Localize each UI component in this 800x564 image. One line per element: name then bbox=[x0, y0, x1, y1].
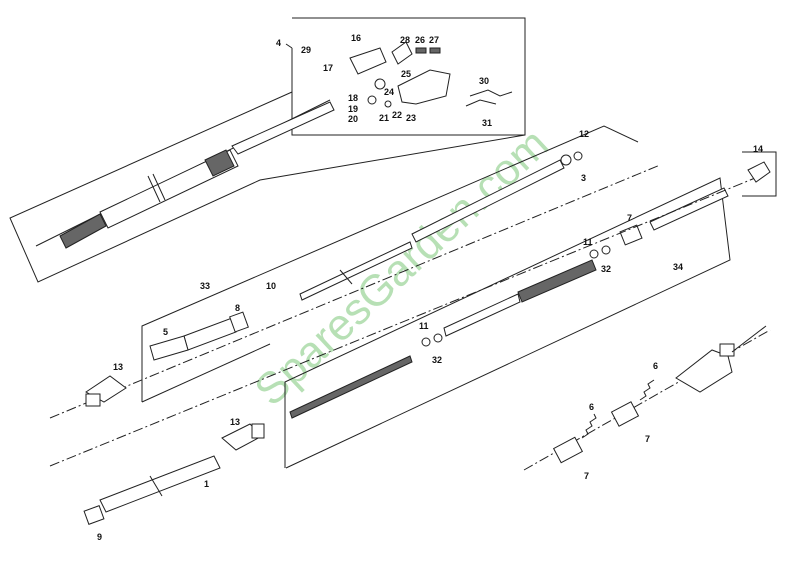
label-17: 17 bbox=[323, 63, 333, 73]
label-7-upper: 7 bbox=[627, 213, 632, 223]
label-29: 29 bbox=[301, 45, 311, 55]
label-8: 8 bbox=[235, 303, 240, 313]
end-cap-14 bbox=[742, 151, 777, 197]
label-5: 5 bbox=[163, 327, 168, 337]
label-11-upper: 11 bbox=[583, 237, 593, 247]
label-32-lower: 32 bbox=[432, 355, 442, 365]
upper-shaft-frame bbox=[49, 125, 661, 419]
label-34: 34 bbox=[673, 262, 683, 272]
label-32-upper: 32 bbox=[601, 264, 611, 274]
label-7-right: 7 bbox=[645, 434, 650, 444]
label-10: 10 bbox=[266, 281, 276, 291]
label-7-left: 7 bbox=[584, 471, 589, 481]
label-13-upper: 13 bbox=[113, 362, 123, 372]
label-12: 12 bbox=[579, 129, 589, 139]
label-6-left: 6 bbox=[589, 402, 594, 412]
outer-tube bbox=[83, 423, 265, 525]
lower-shaft-frame bbox=[284, 177, 731, 469]
upper-shaft-parts bbox=[85, 151, 583, 407]
label-9: 9 bbox=[97, 532, 102, 542]
label-18: 18 bbox=[348, 93, 358, 103]
handle-shaft bbox=[35, 99, 335, 249]
coupler-assembly bbox=[523, 325, 771, 471]
label-4: 4 bbox=[276, 38, 281, 48]
label-27: 27 bbox=[429, 35, 439, 45]
label-28: 28 bbox=[400, 35, 410, 45]
label-33: 33 bbox=[200, 281, 210, 291]
label-19: 19 bbox=[348, 104, 358, 114]
label-21: 21 bbox=[379, 113, 389, 123]
label-22: 22 bbox=[392, 110, 402, 120]
label-16: 16 bbox=[351, 33, 361, 43]
handle-assembly-frame bbox=[9, 17, 526, 283]
label-14: 14 bbox=[753, 144, 763, 154]
label-13-lower: 13 bbox=[230, 417, 240, 427]
watermark: SparesGarden.com bbox=[245, 119, 557, 415]
label-25: 25 bbox=[401, 69, 411, 79]
label-23: 23 bbox=[406, 113, 416, 123]
label-24: 24 bbox=[384, 87, 394, 97]
label-30: 30 bbox=[479, 76, 489, 86]
label-26: 26 bbox=[415, 35, 425, 45]
label-31: 31 bbox=[482, 118, 492, 128]
label-1: 1 bbox=[204, 479, 209, 489]
label-11-lower: 11 bbox=[419, 321, 429, 331]
handle-detail-parts bbox=[349, 41, 513, 108]
lower-shaft-parts bbox=[49, 175, 761, 467]
label-20: 20 bbox=[348, 114, 358, 124]
label-6-right: 6 bbox=[653, 361, 658, 371]
callout-labels: 4 29 16 28 26 27 17 25 24 18 19 20 21 22… bbox=[97, 33, 763, 542]
label-3: 3 bbox=[581, 173, 586, 183]
